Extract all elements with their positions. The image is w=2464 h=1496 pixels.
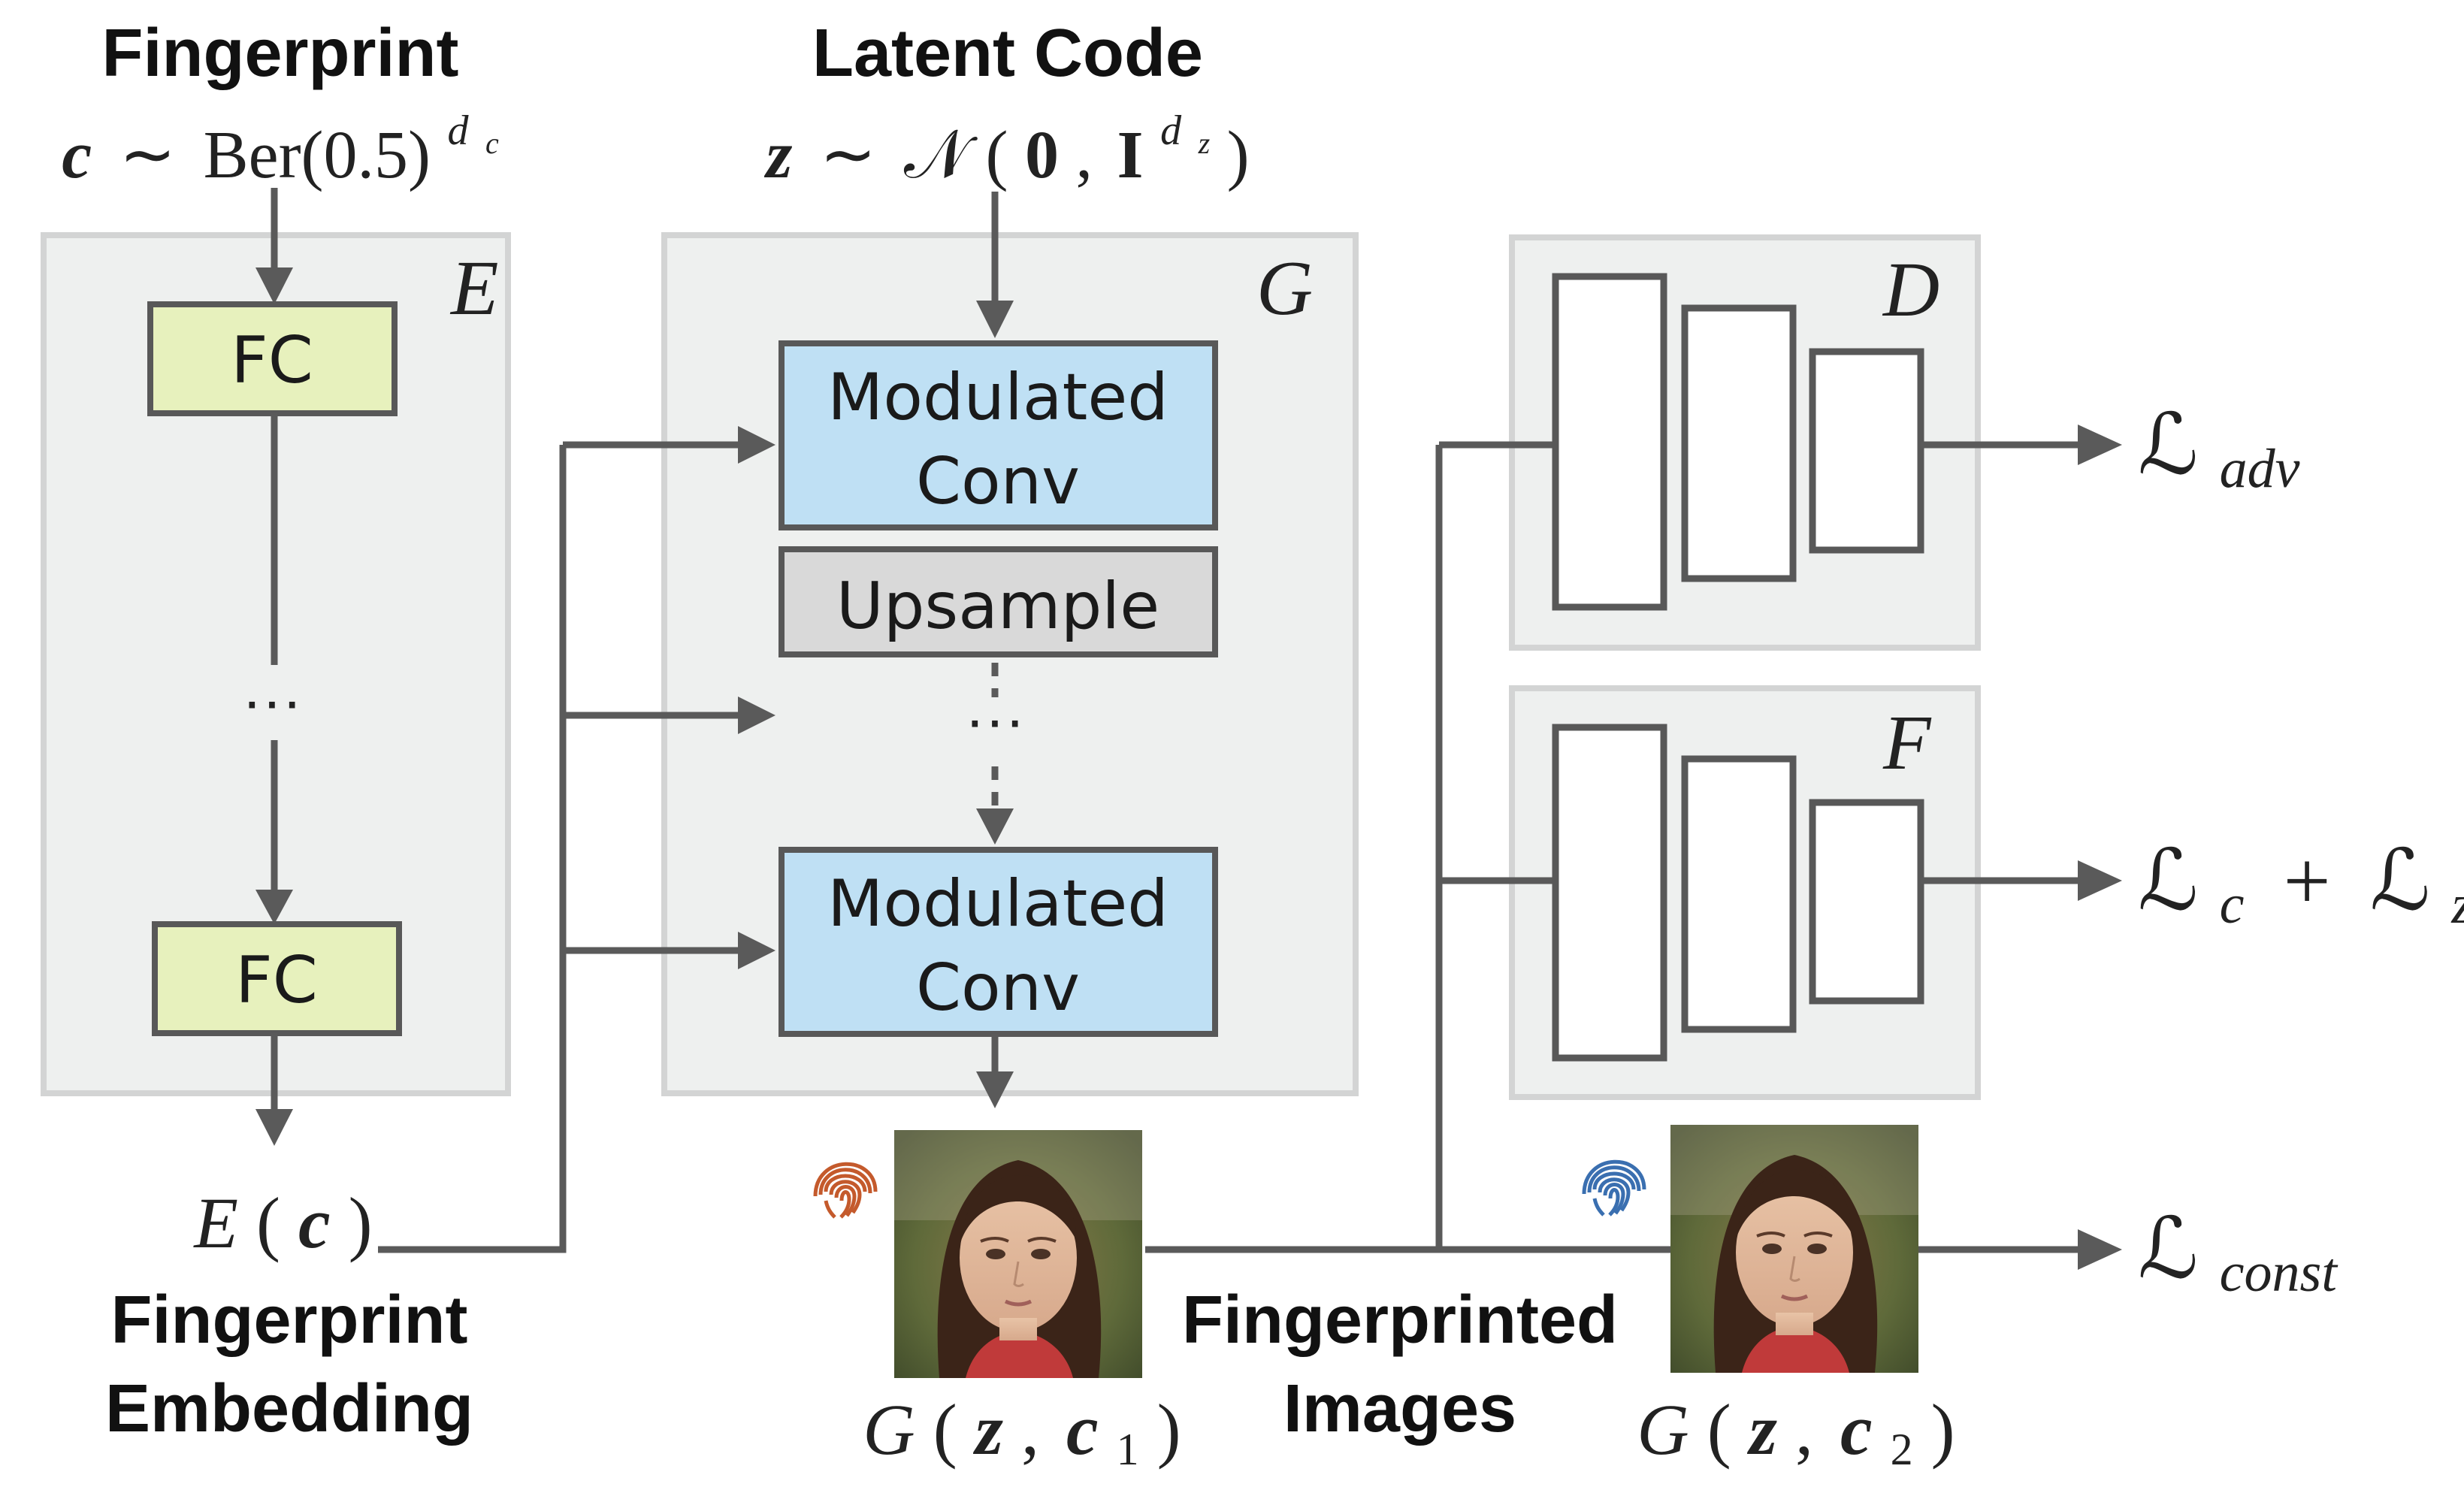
image1-caption: G ( z , c 1 ) [863, 1389, 1181, 1480]
generator-dashed-path: ··· [965, 663, 1025, 845]
generator-output-arrow [976, 1034, 1014, 1108]
modulated-conv-top [779, 340, 1218, 530]
fc-top-label: FC [231, 323, 313, 398]
upsample-block [779, 546, 1218, 657]
fingerprinted-images-line1: Fingerprinted [1182, 1283, 1618, 1358]
upsample-label: Upsample [836, 569, 1159, 644]
latent-title: Latent Code [812, 16, 1203, 91]
embedding-caption-line1: Fingerprint [111, 1283, 468, 1358]
f-layer-1 [1552, 724, 1667, 1062]
latent-arrow [976, 192, 1014, 338]
fc-bottom-label: FC [235, 943, 318, 1018]
loss-arrows [1918, 425, 2122, 1270]
fingerprint-title: Fingerprint [102, 16, 459, 91]
loss-adv: ℒ adv [2138, 399, 2300, 500]
latent-formula: z ∼ 𝒩 ( 0 , I d z ) [763, 85, 1249, 192]
fingerprint-decoder-label: F [1882, 700, 1932, 786]
fingerprint-icon-1 [815, 1164, 875, 1217]
loss-const: ℒ const [2138, 1203, 2339, 1304]
generated-image-1 [894, 1130, 1142, 1378]
generator-ellipsis: ··· [965, 686, 1025, 753]
loss-fingerprint: ℒ c + ℒ z [2138, 835, 2464, 941]
image2-caption: G ( z , c 2 ) [1637, 1389, 1955, 1480]
image-routing [1145, 441, 1670, 1253]
modulated-conv-top-line1: Modulated [827, 360, 1169, 435]
generated-image-2 [1670, 1125, 1918, 1373]
embedding-caption-line2: Embedding [105, 1371, 473, 1446]
encoder-label: E [449, 245, 499, 331]
encoder-output: E ( c ) [192, 1183, 372, 1263]
f-layer-2 [1681, 755, 1797, 1033]
encoder-arrows [255, 188, 293, 1146]
embedding-routing [378, 426, 775, 1253]
modulated-conv-bottom-line1: Modulated [827, 866, 1169, 941]
fingerprint-icon-2 [1584, 1162, 1644, 1215]
generator-label: G [1256, 245, 1313, 331]
fingerprint-formula: c ∼ Ber(0.5) d c [62, 85, 499, 192]
d-layer-1 [1552, 273, 1667, 611]
d-layer-3 [1809, 348, 1924, 554]
f-layer-3 [1809, 799, 1924, 1005]
encoder-ellipsis: ··· [242, 667, 302, 734]
fingerprinted-images-line2: Images [1283, 1371, 1516, 1446]
discriminator-label: D [1882, 246, 1939, 333]
fc-bottom [152, 921, 402, 1036]
modulated-conv-bottom-line2: Conv [916, 950, 1080, 1026]
modulated-conv-top-line2: Conv [916, 444, 1080, 519]
d-layer-2 [1681, 304, 1797, 582]
